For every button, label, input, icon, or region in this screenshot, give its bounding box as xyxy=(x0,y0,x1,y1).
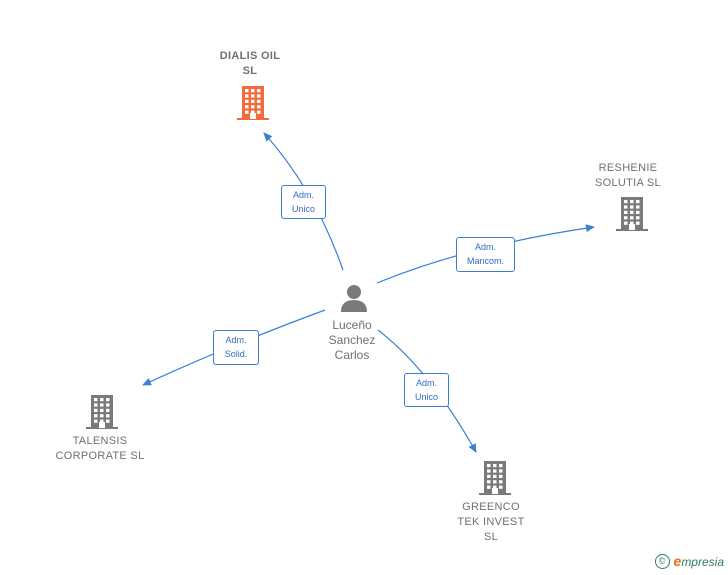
building-icon[interactable] xyxy=(237,86,269,120)
copyright-icon: © xyxy=(654,553,670,569)
building-icon[interactable] xyxy=(86,395,118,429)
brand-logo: empresia xyxy=(673,553,724,569)
building-icon[interactable] xyxy=(616,197,648,231)
relation-label-dialis: Adm. Unico xyxy=(281,185,326,219)
brand-footer[interactable]: © empresia xyxy=(654,553,724,569)
relation-label-reshenie: Adm. Mancom. xyxy=(456,237,515,272)
person-icon[interactable] xyxy=(341,285,367,312)
company-name-talensis[interactable]: TALENSIS CORPORATE SL xyxy=(55,435,145,462)
company-name-greenco[interactable]: GREENCO TEK INVEST SL xyxy=(457,501,525,543)
relation-label-greenco: Adm. Unico xyxy=(404,373,449,407)
company-name-dialis[interactable]: DIALIS OIL SL xyxy=(219,50,281,77)
relation-label-talensis: Adm. Solid. xyxy=(213,330,259,365)
person-name[interactable]: Luceño Sanchez Carlos xyxy=(328,318,376,362)
building-icon[interactable] xyxy=(479,461,511,495)
company-name-reshenie[interactable]: RESHENIE SOLUTIA SL xyxy=(595,162,661,189)
